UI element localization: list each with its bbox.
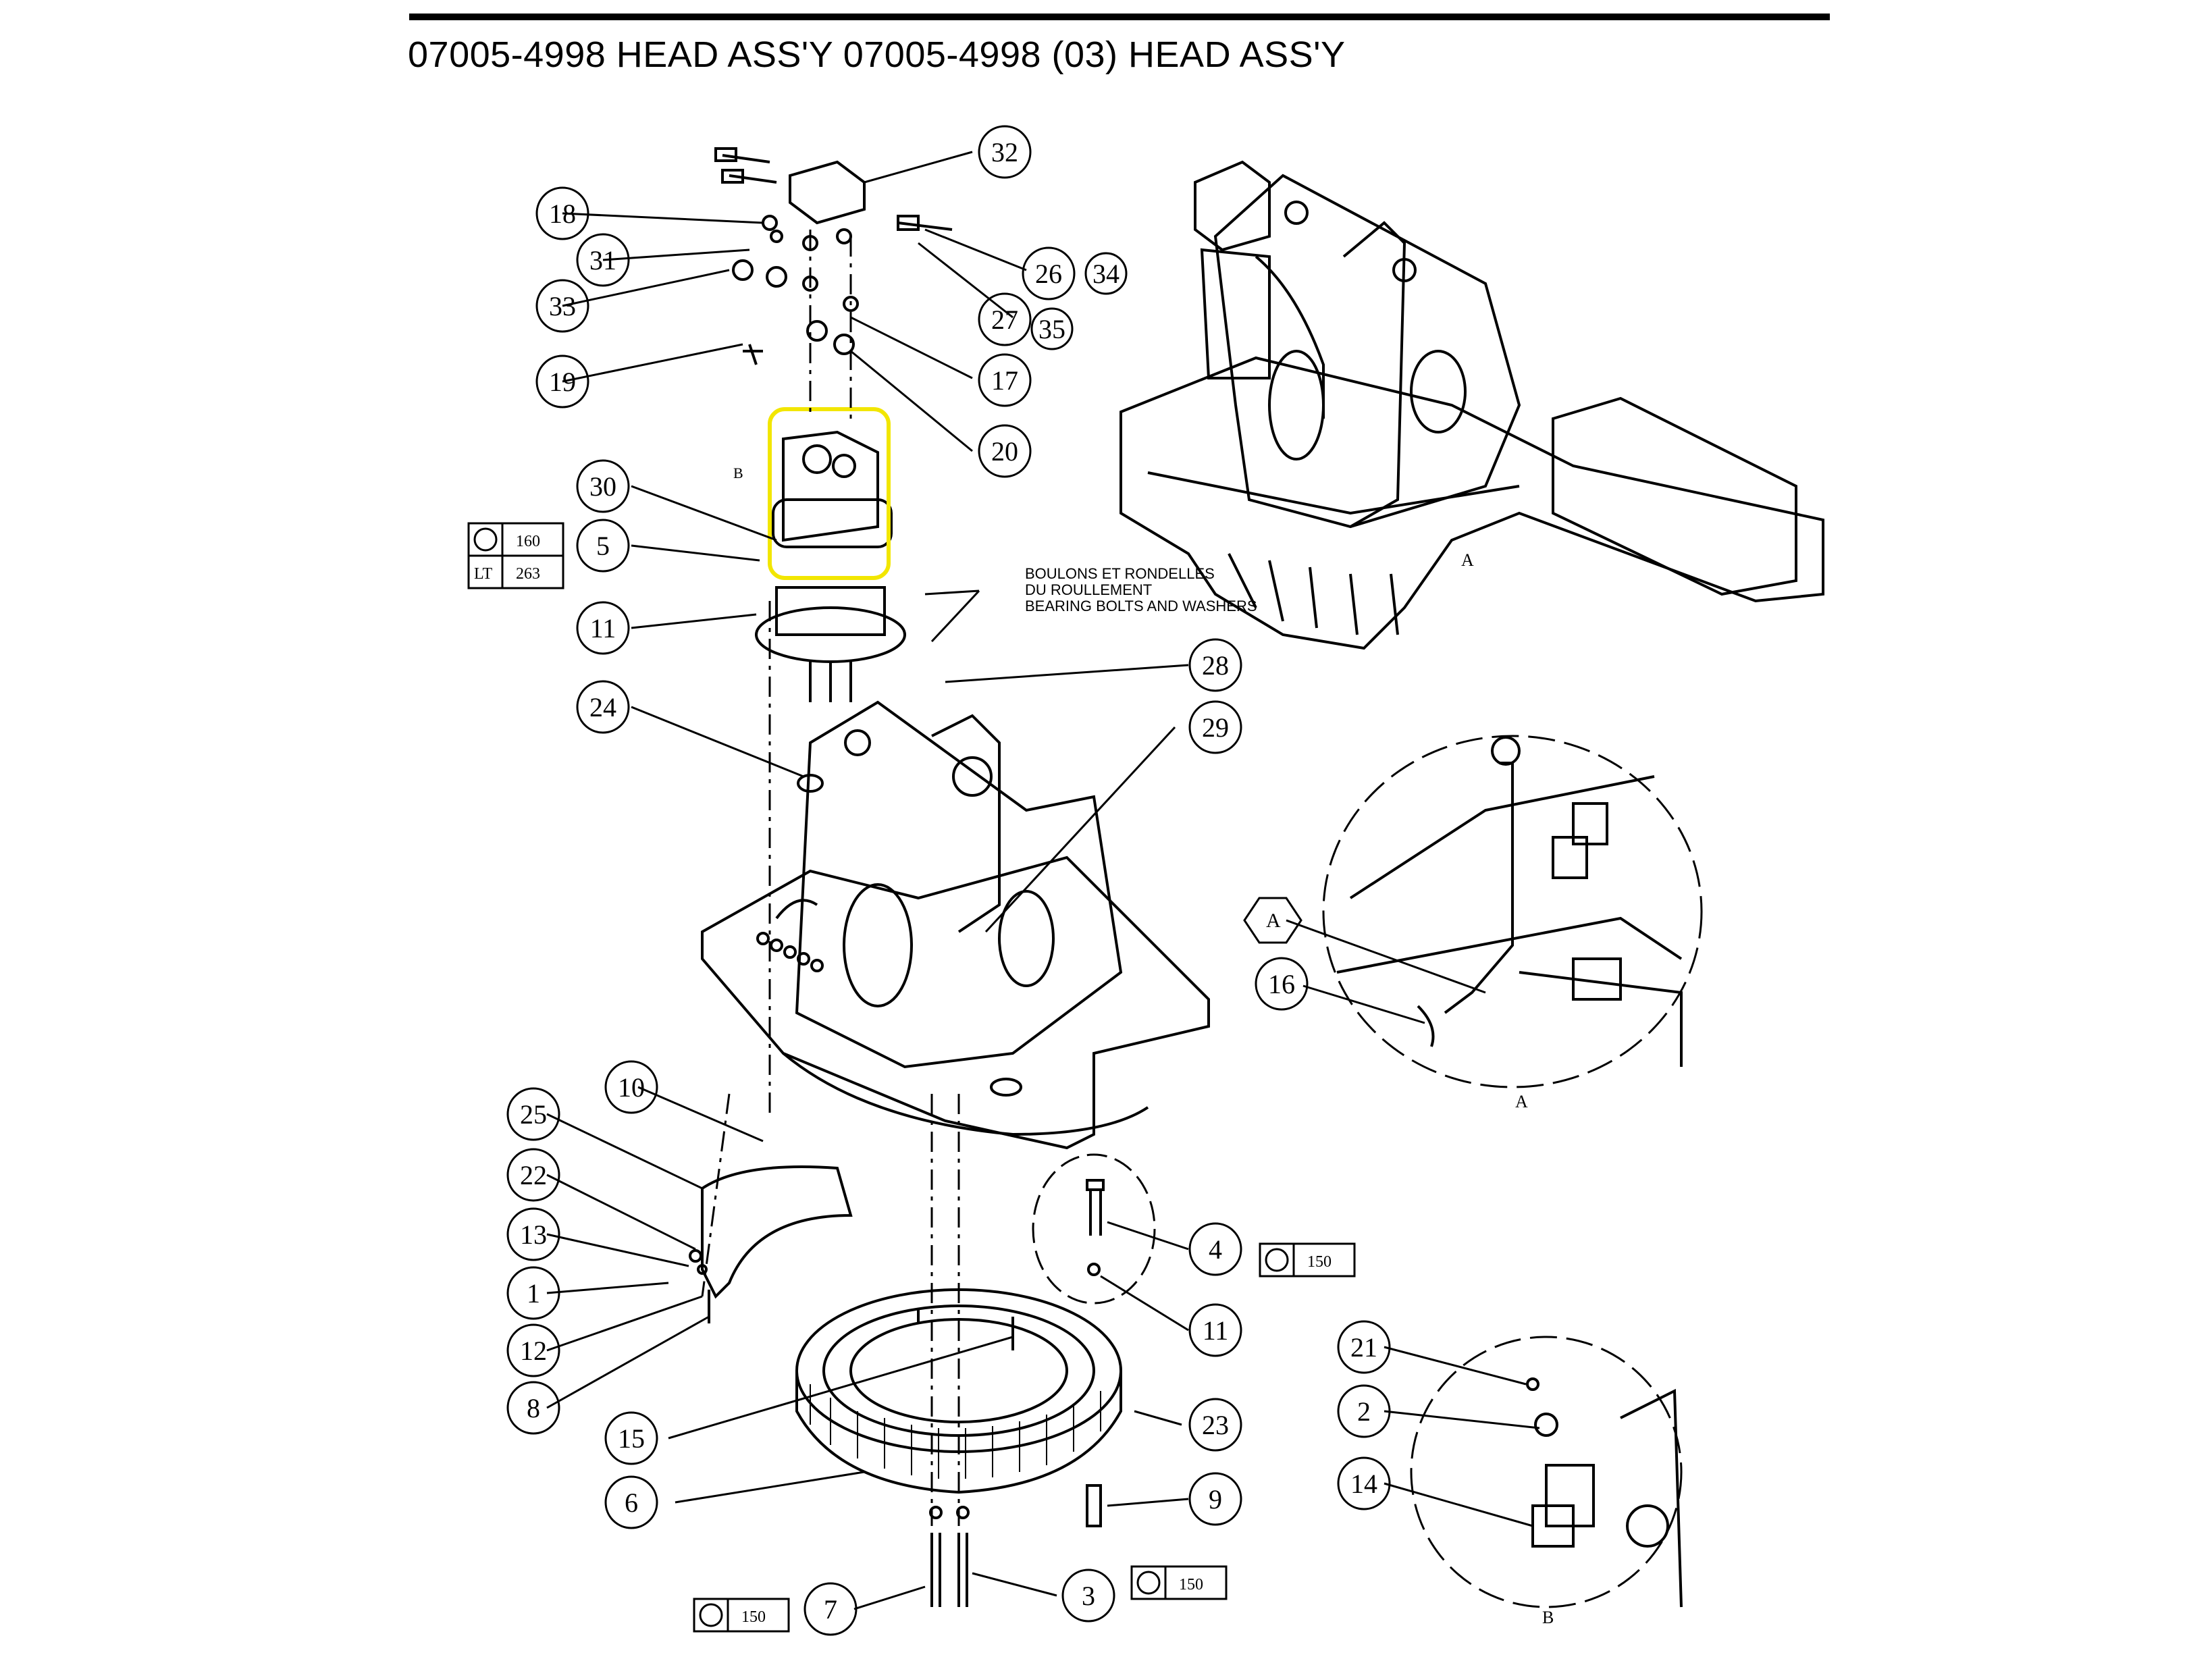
callout-31: 31 — [589, 245, 616, 275]
callout-12: 12 — [520, 1336, 547, 1366]
callout-11-bottom: 11 — [1203, 1315, 1229, 1346]
callout-24: 24 — [589, 692, 616, 722]
callout-14: 14 — [1350, 1469, 1377, 1499]
note-line-1: BOULONS ET RONDELLES — [1025, 565, 1215, 582]
callout-11-top: 11 — [590, 613, 616, 643]
callout-10: 10 — [618, 1072, 645, 1103]
lt-label: LT — [474, 565, 492, 583]
callout-9: 9 — [1209, 1484, 1222, 1515]
head-assembly-view — [1120, 160, 1824, 650]
slewing-ring — [795, 1288, 1122, 1494]
callout-30: 30 — [589, 471, 616, 502]
hexagon-a — [1243, 897, 1302, 944]
callout-2: 2 — [1357, 1396, 1371, 1427]
callout-26: 26 — [1035, 259, 1062, 289]
callout-19: 19 — [549, 367, 576, 397]
marker-b: B — [733, 465, 743, 481]
callout-1: 1 — [527, 1278, 540, 1309]
callout-7: 7 — [824, 1594, 837, 1625]
highlight-box — [768, 407, 891, 580]
center-lines — [701, 230, 960, 1526]
pin-view-circle — [1032, 1153, 1156, 1305]
callout-32: 32 — [991, 137, 1018, 167]
marker-a: A — [1461, 550, 1474, 570]
callout-34: 34 — [1092, 259, 1120, 289]
callout-17: 17 — [991, 365, 1018, 396]
leader-lines — [546, 151, 1540, 1610]
callout-28: 28 — [1202, 650, 1229, 681]
callout-circles — [506, 125, 1391, 1636]
callout-5: 5 — [596, 531, 610, 561]
callout-20: 20 — [991, 436, 1018, 467]
title-rule — [409, 14, 1830, 20]
torque-150-bottom-right: 150 — [1179, 1576, 1203, 1594]
detail-b — [1410, 1336, 1683, 1608]
view-label-a: A — [1515, 1092, 1528, 1111]
pedestal — [701, 700, 1210, 1150]
hydraulic-block — [714, 147, 953, 365]
callout-8: 8 — [527, 1393, 540, 1423]
callout-21: 21 — [1350, 1332, 1377, 1363]
page-title: 07005-4998 HEAD ASS'Y 07005-4998 (03) HE… — [408, 34, 1346, 75]
note-line-3: BEARING BOLTS AND WASHERS — [1025, 598, 1257, 614]
swing-motor — [755, 430, 906, 702]
torque-boxes — [467, 522, 1356, 1633]
lt-value: 263 — [516, 565, 540, 583]
torque-160: 160 — [516, 533, 540, 550]
bottom-bolts — [929, 1179, 1105, 1607]
callout-15: 15 — [618, 1423, 645, 1454]
access-cover — [689, 1165, 853, 1323]
callout-3: 3 — [1082, 1581, 1095, 1611]
hex-label-a: A — [1266, 910, 1281, 932]
callout-18: 18 — [549, 199, 576, 229]
bearing-bolts-note: BOULONS ET RONDELLES DU ROULLEMENT BEARI… — [1025, 566, 1257, 614]
callout-25: 25 — [520, 1099, 547, 1130]
callout-27: 27 — [991, 305, 1018, 335]
callout-16: 16 — [1268, 969, 1295, 999]
torque-150-bottom-left: 150 — [741, 1608, 766, 1626]
note-line-2: DU ROULLEMENT — [1025, 581, 1153, 598]
callout-33: 33 — [549, 291, 576, 321]
callout-4: 4 — [1209, 1234, 1222, 1265]
callout-29: 29 — [1202, 712, 1229, 743]
callout-22: 22 — [520, 1160, 547, 1190]
callout-6: 6 — [625, 1487, 638, 1518]
view-label-b: B — [1542, 1608, 1554, 1627]
torque-150-right: 150 — [1307, 1253, 1332, 1271]
callout-35: 35 — [1038, 314, 1065, 344]
callout-13: 13 — [520, 1219, 547, 1250]
callout-23: 23 — [1202, 1410, 1229, 1440]
detail-a — [1322, 735, 1703, 1088]
